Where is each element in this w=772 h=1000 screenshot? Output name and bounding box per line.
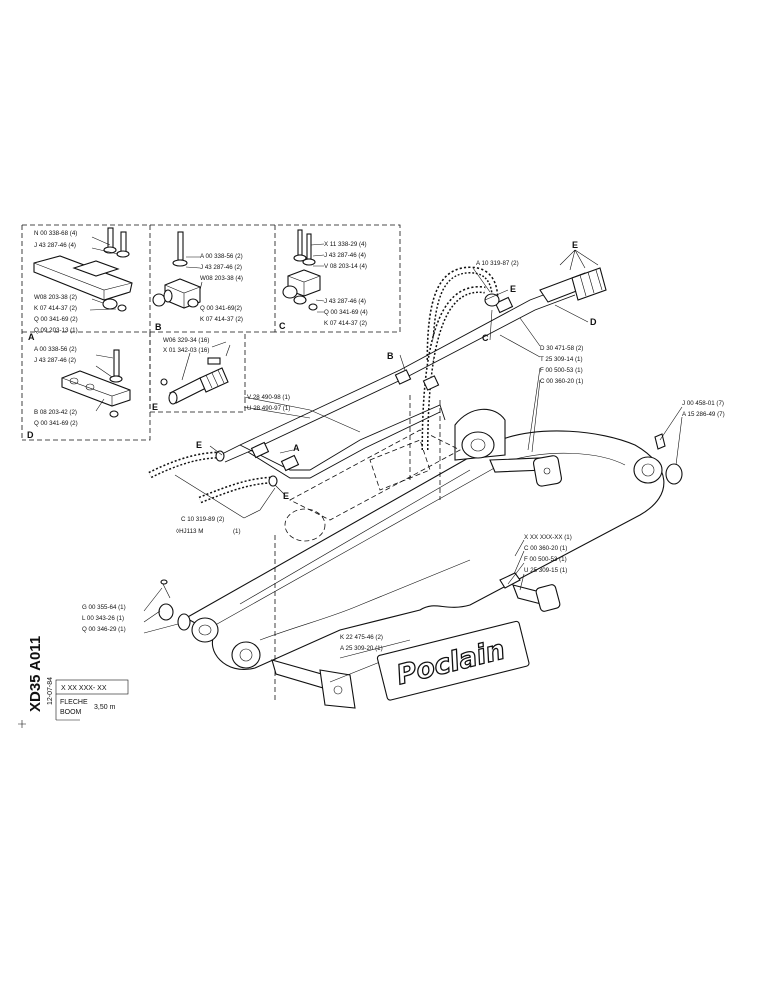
callout-right-2: A 15 286-49 (7) — [682, 411, 725, 418]
ref-b: B — [387, 351, 394, 361]
label-a-6: Q 09 203-13 (1) — [34, 327, 78, 334]
clamp-c-drawing — [282, 229, 325, 313]
callout-left-1: G 00 355-64 (1) — [82, 604, 126, 611]
boom-foot-eye — [633, 456, 663, 484]
label-d-4: Q 00 341-69 (2) — [34, 420, 78, 427]
title-block: XD35 A011 12-07-84 X XX XXX- XX FLECHE B… — [18, 636, 129, 728]
title-fr: FLECHE — [60, 699, 88, 706]
label-d-2: J 43 287-46 (2) — [34, 357, 76, 364]
callout-bottom-2: A 25 309-20 (1) — [340, 645, 383, 652]
callout-kit-code: HJ113 M — [179, 528, 203, 535]
callout-mid-2: C 00 360-20 (1) — [524, 545, 567, 552]
section-c-letter: C — [279, 321, 286, 331]
label-b-2: J 43 287-46 (2) — [200, 264, 242, 271]
label-c-1: X 11 338-29 (4) — [324, 241, 367, 248]
section-d-letter: D — [27, 430, 34, 440]
title-en: BOOM — [60, 709, 82, 716]
inset-frames — [21, 224, 401, 441]
callout-pin-top-4: C 00 360-20 (1) — [540, 378, 583, 385]
section-a-letter: A — [28, 332, 35, 342]
label-a-4: K 07 414-37 (2) — [34, 305, 77, 312]
callout-right-1: J 00 458-01 (7) — [682, 400, 724, 407]
ref-d: D — [590, 317, 597, 327]
ref-e-lower: E — [283, 491, 289, 501]
callout-mid-3: F 00 500-53 (1) — [524, 556, 567, 563]
fitting-e-drawing — [160, 341, 231, 405]
callout-tube-1: V 28 490-98 (1) — [247, 394, 290, 401]
clamp-d-drawing — [61, 349, 131, 418]
label-d-3: B 08 203-42 (2) — [34, 409, 77, 416]
drawing-ref: X XX XXX- XX — [61, 685, 107, 692]
callout-hose-bottom: C 10 319-89 (2) — [181, 516, 224, 523]
boom-tip-eye-1 — [191, 617, 219, 643]
clamp-b-drawing — [152, 231, 203, 309]
label-a-5: Q 00 341-69 (2) — [34, 316, 78, 323]
label-d-1: A 00 338-56 (2) — [34, 346, 77, 353]
callouts: A 10 319-87 (2) D 30 471-58 (2) T 25 309… — [82, 240, 725, 652]
section-c: X 11 338-29 (4) J 43 287-46 (4) V 08 203… — [279, 229, 368, 331]
label-e-2: X 01 342-03 (16) — [163, 347, 209, 354]
callout-bottom-1: K 22 475-46 (2) — [340, 634, 383, 641]
callout-left-3: Q 00 346-29 (1) — [82, 626, 126, 633]
label-c-6: K 07 414-37 (2) — [324, 320, 367, 327]
label-b-3: W08 203-38 (4) — [200, 275, 243, 282]
label-e-1: W06 329-34 (16) — [163, 337, 209, 344]
label-c-3: V 08 203-14 (4) — [324, 263, 367, 270]
callout-left-2: L 00 343-26 (1) — [82, 615, 124, 622]
label-c-2: J 43 287-46 (4) — [324, 252, 366, 259]
section-a: N 00 338-68 (4) J 43 287-46 (4) W08 203-… — [28, 227, 133, 342]
label-b-4: Q 00 341-69(2) — [200, 305, 242, 312]
ref-e-right: E — [510, 284, 516, 294]
drawing-date: 12-07-84 — [47, 677, 54, 705]
callout-mid-1: X XX XXX-XX (1) — [524, 534, 572, 541]
callout-pin-top-1: D 30 471-58 (2) — [540, 345, 583, 352]
section-e-letter: E — [152, 402, 158, 412]
label-a-2: J 43 287-46 (4) — [34, 242, 76, 249]
section-b: A 00 338-56 (2) J 43 287-46 (2) W08 203-… — [152, 231, 243, 332]
drawing-code: XD35 A011 — [27, 636, 44, 712]
label-b-5: K 07 414-37 (2) — [200, 316, 243, 323]
ref-c: C — [482, 333, 489, 343]
label-a-1: N 00 338-68 (4) — [34, 230, 77, 237]
callout-mid-4: U 25 309-15 (1) — [524, 567, 567, 574]
callout-hose-top: A 10 319-87 (2) — [476, 260, 519, 267]
boom-tip-eye-2 — [231, 641, 261, 669]
ref-e-left: E — [196, 440, 202, 450]
ref-a: A — [293, 443, 300, 453]
boom-size: 3,50 m — [94, 704, 116, 711]
ref-e-top: E — [572, 240, 578, 250]
label-c-4: J 43 287-46 (4) — [324, 298, 366, 305]
callout-tube-2: U 28 490-97 (1) — [247, 405, 290, 412]
label-b-1: A 00 338-56 (2) — [200, 253, 243, 260]
boom-assembly — [158, 395, 683, 709]
hydraulic-piping — [148, 266, 607, 504]
callout-kit-qty: (1) — [233, 528, 241, 535]
section-b-letter: B — [155, 322, 162, 332]
section-d: A 00 338-56 (2) J 43 287-46 (2) B 08 203… — [27, 346, 131, 440]
leader-lines — [143, 249, 683, 683]
label-c-5: Q 00 341-69 (4) — [324, 309, 368, 316]
callout-pin-top-2: T 25 309-14 (1) — [540, 356, 583, 363]
label-a-3: W08 203-38 (2) — [34, 294, 77, 301]
brand-plate: Poclain — [376, 620, 530, 701]
callout-kit: ◊HJ113 M — [176, 528, 203, 535]
clamp-a-drawing — [33, 227, 133, 312]
section-e: W06 329-34 (16) X 01 342-03 (16) E — [152, 337, 231, 412]
callout-pin-top-3: F 00 500-53 (1) — [540, 367, 583, 374]
